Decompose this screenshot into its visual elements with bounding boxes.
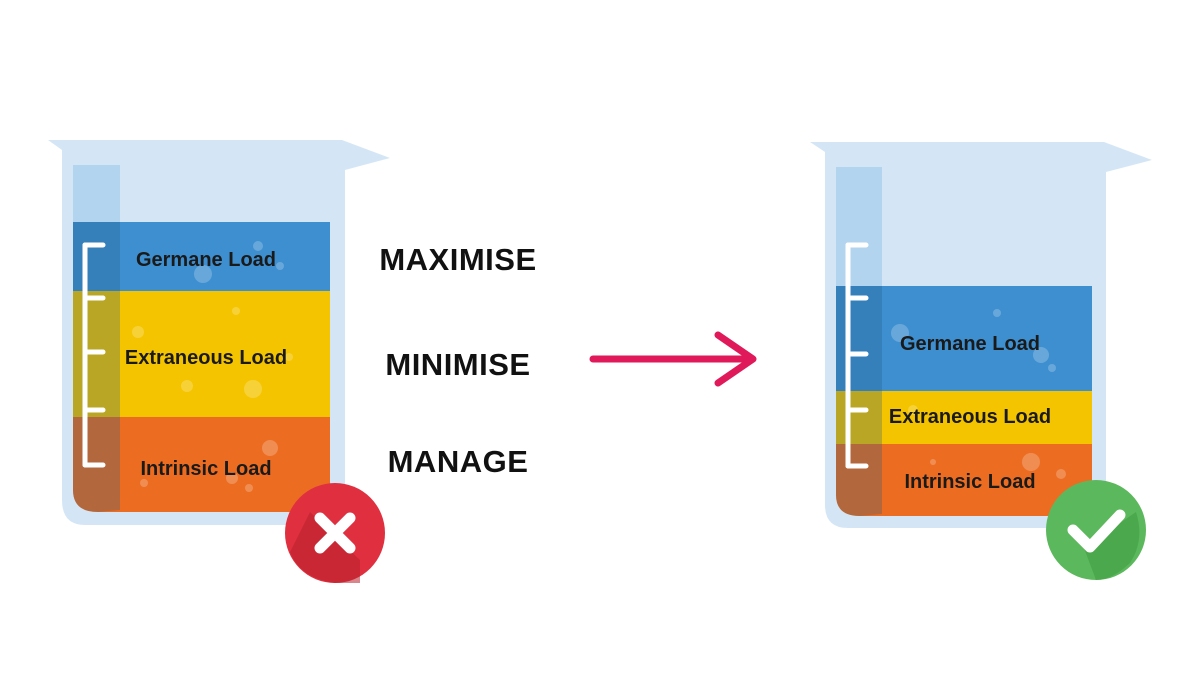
left-scale-marks <box>82 242 106 468</box>
cross-icon <box>285 483 385 583</box>
left-germane-label: Germane Load <box>136 249 276 271</box>
left-bubbles <box>132 241 293 492</box>
left-intrinsic-layer <box>73 417 330 512</box>
right-extraneous-layer <box>836 391 1092 444</box>
left-extraneous-layer <box>73 291 330 417</box>
right-arrow-icon <box>589 331 757 387</box>
right-bubbles <box>891 309 1066 479</box>
right-germane-label: Germane Load <box>900 333 1040 355</box>
right-beaker-liquid <box>836 286 1092 516</box>
left-germane-layer <box>73 222 330 291</box>
left-beaker-liquid <box>73 222 330 512</box>
manage-label: MANAGE <box>387 444 529 479</box>
right-germane-layer <box>836 286 1092 391</box>
minimise-label: MINIMISE <box>385 347 531 382</box>
maximise-label: MAXIMISE <box>379 242 537 277</box>
right-scale-marks <box>845 242 869 469</box>
right-beaker: Germane Load Extraneous Load Intrinsic L… <box>810 142 1152 580</box>
right-extraneous-label: Extraneous Load <box>889 406 1051 428</box>
right-intrinsic-label: Intrinsic Load <box>904 471 1035 493</box>
left-extraneous-label: Extraneous Load <box>125 347 287 369</box>
right-intrinsic-layer <box>836 444 1092 516</box>
check-icon <box>1046 480 1146 580</box>
left-beaker: Germane Load Extraneous Load Intrinsic L… <box>48 140 390 583</box>
left-intrinsic-label: Intrinsic Load <box>140 458 271 480</box>
